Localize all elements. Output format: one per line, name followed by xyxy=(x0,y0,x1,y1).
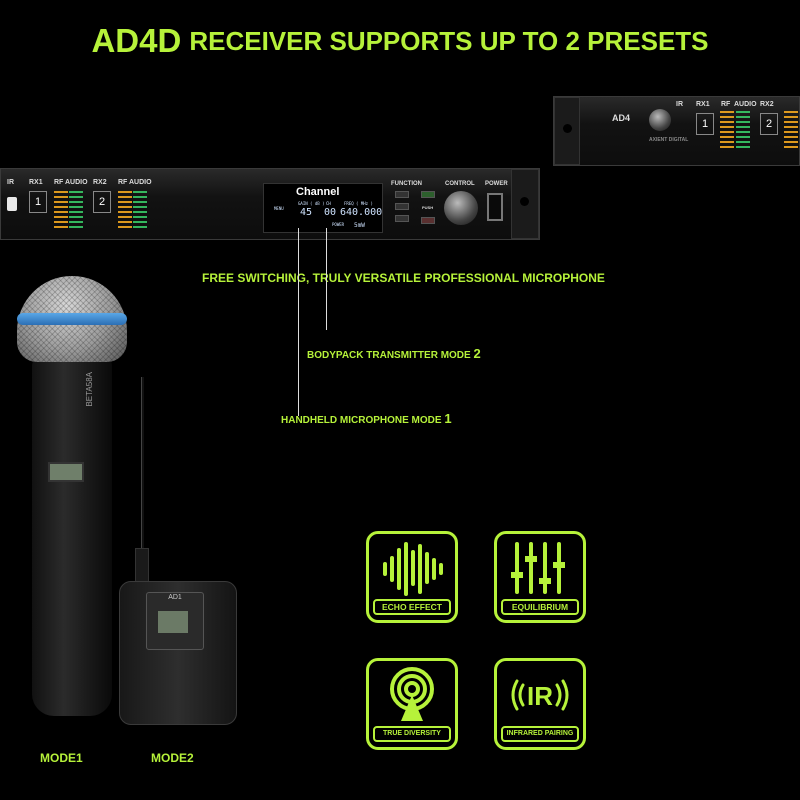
feature-line-3-num: 1 xyxy=(444,411,452,426)
display-power-label: POWER xyxy=(332,222,345,227)
receiver-small-rf-meter xyxy=(720,111,734,151)
receiver-small-label-rx1: RX1 xyxy=(696,101,710,108)
function-button-3[interactable] xyxy=(395,215,409,222)
feature-label-infrared-pairing: INFRARED PAIRING xyxy=(501,726,579,742)
display-freq-label: FREQ ( MHz ) xyxy=(344,201,373,206)
mode2-label: MODE2 xyxy=(151,751,194,765)
rx1-rf-meter xyxy=(54,191,68,231)
receiver-small: IR RX1 RF AUDIO RX2 AD4 AXIENT DIGITAL 1… xyxy=(553,96,800,166)
feature-label-echo-effect: ECHO EFFECT xyxy=(373,599,451,615)
label-rf1: RF xyxy=(54,179,64,186)
receiver-small-subtitle: AXIENT DIGITAL xyxy=(649,137,689,143)
feature-line-1: FREE SWITCHING, TRULY VERSATILE PROFESSI… xyxy=(202,271,605,285)
bodypack-display xyxy=(158,611,188,633)
headphone-knob[interactable] xyxy=(649,109,671,131)
receiver-small-slot-2: 2 xyxy=(760,113,778,135)
display-gain-label: GAIN ( dB ) xyxy=(298,201,325,206)
mic-model-tag: BETA58A xyxy=(85,372,94,407)
bodypack-antenna-base xyxy=(135,548,149,584)
receiver-small-rf-meter-2 xyxy=(784,111,798,151)
label-function: FUNCTION xyxy=(391,181,422,187)
receiver-small-audio-meter xyxy=(736,111,750,151)
ir-window xyxy=(7,197,17,211)
feature-line-2-num: 2 xyxy=(473,346,481,361)
label-audio2: AUDIO xyxy=(129,179,152,186)
feature-infrared-pairing: IR INFRARED PAIRING xyxy=(494,658,586,750)
feature-line-3-text: HANDHELD MICROPHONE MODE xyxy=(281,415,445,426)
label-rf2: RF xyxy=(118,179,128,186)
antenna-signal-icon xyxy=(390,667,434,721)
handheld-mic-ring xyxy=(17,313,127,325)
display-gain-value: 45 xyxy=(300,207,313,218)
label-power: POWER xyxy=(485,181,508,187)
label-control: CONTROL xyxy=(445,181,475,187)
feature-echo-effect: ECHO EFFECT xyxy=(366,531,458,623)
connector-line-2 xyxy=(326,228,327,330)
ir-glyph: IR xyxy=(527,681,553,711)
receiver-small-label-ir: IR xyxy=(676,101,683,108)
bodypack-antenna xyxy=(141,377,144,557)
exit-button[interactable] xyxy=(421,217,435,224)
display-power-value: 5mW xyxy=(354,222,365,229)
receiver-small-slot-1: 1 xyxy=(696,113,714,135)
display-heading: Channel xyxy=(296,186,340,198)
handheld-mic-display xyxy=(48,462,84,482)
rx2-rf-meter xyxy=(118,191,132,231)
receiver-small-label-audio: AUDIO xyxy=(734,101,757,108)
label-push: PUSH xyxy=(422,205,434,210)
label-ir: IR xyxy=(7,179,14,186)
feature-line-2: BODYPACK TRANSMITTER MODE 2 xyxy=(307,346,481,361)
brand-name: AD4D xyxy=(91,22,182,59)
title-text: RECEIVER SUPPORTS UP TO 2 PRESETS xyxy=(189,26,709,56)
rx1-audio-meter xyxy=(69,191,83,231)
rx2-slot: 2 xyxy=(93,191,111,213)
power-switch[interactable] xyxy=(487,193,503,221)
rack-ear-left xyxy=(554,97,580,165)
label-rx2: RX2 xyxy=(93,179,107,186)
feature-label-equilibrium: EQUILIBRIUM xyxy=(501,599,579,615)
sound-wave-icon xyxy=(383,542,443,596)
rx2-audio-meter xyxy=(133,191,147,231)
handheld-mic-body xyxy=(32,356,112,716)
rx1-slot: 1 xyxy=(29,191,47,213)
equalizer-sliders-icon xyxy=(511,542,565,594)
infrared-icon: IR xyxy=(511,679,569,711)
feature-line-3: HANDHELD MICROPHONE MODE 1 xyxy=(281,411,452,426)
rack-ear-right xyxy=(511,169,539,239)
function-button-2[interactable] xyxy=(395,203,409,210)
feature-line-2-text: BODYPACK TRANSMITTER MODE xyxy=(307,350,474,361)
label-rx1: RX1 xyxy=(29,179,43,186)
feature-true-diversity: TRUE DIVERSITY xyxy=(366,658,458,750)
display-menu-label: MENU xyxy=(274,206,284,211)
connector-line-1 xyxy=(298,228,299,416)
enter-button[interactable] xyxy=(421,191,435,198)
receiver-small-label-rx2: RX2 xyxy=(760,101,774,108)
receiver-small-model: AD4 xyxy=(612,113,631,123)
function-button-1[interactable] xyxy=(395,191,409,198)
display-freq-value: 640.000 xyxy=(340,207,383,218)
feature-label-true-diversity: TRUE DIVERSITY xyxy=(373,726,451,742)
receiver-main: IR RX1 RF AUDIO RX2 RF AUDIO 1 2 Channel… xyxy=(0,168,540,240)
feature-equilibrium: EQUILIBRIUM xyxy=(494,531,586,623)
bodypack-name: AD1 xyxy=(168,594,182,601)
control-knob[interactable] xyxy=(444,191,478,225)
mode1-label: MODE1 xyxy=(40,751,83,765)
display-ch-value: 00 xyxy=(324,207,337,218)
receiver-small-label-rf: RF xyxy=(721,101,731,108)
label-audio1: AUDIO xyxy=(65,179,88,186)
main-display: Channel GAIN ( dB ) CH FREQ ( MHz ) 45 0… xyxy=(263,183,383,233)
display-ch-label: CH xyxy=(326,201,331,206)
